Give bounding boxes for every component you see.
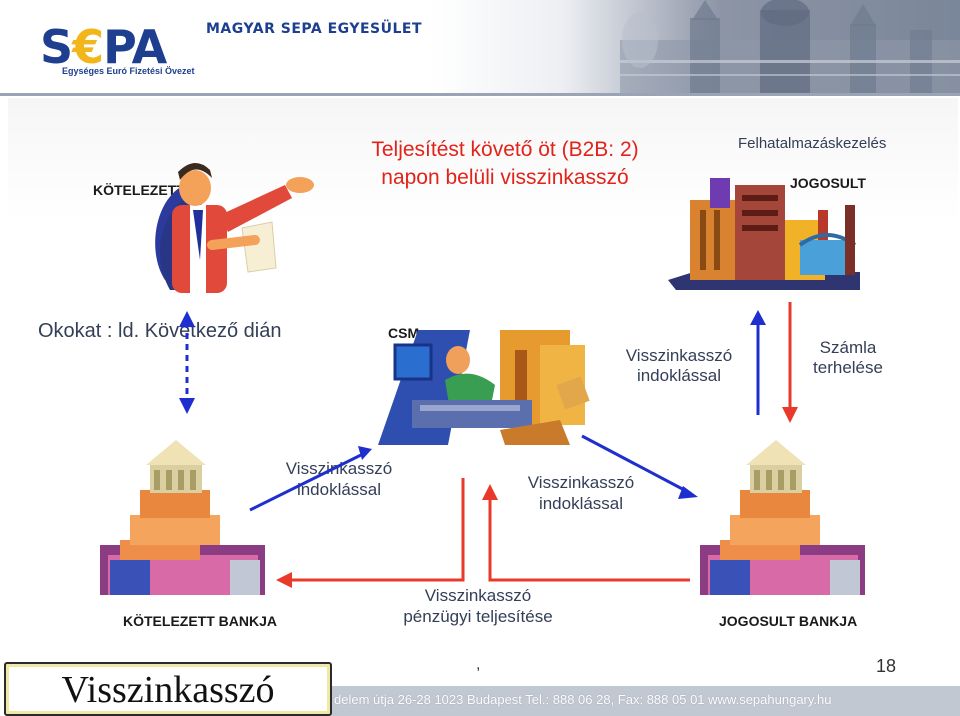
creditor-bank-label: JOGOSULT BANKJA — [719, 613, 858, 629]
association-title: MAGYAR SEPA EGYESÜLET — [206, 21, 423, 37]
sepa-logo-text: S€PA — [40, 20, 167, 74]
header-divider — [0, 93, 960, 96]
return-reason-top-line2: indoklással — [636, 366, 722, 385]
settlement-label: Visszinkasszó pénzügyi teljesítése — [392, 585, 564, 627]
return-reason-top-line1: Visszinkasszó — [625, 346, 733, 365]
csm-label: CSM — [388, 325, 420, 341]
debtor-bank-label: KÖTELEZETT BANKJA — [123, 613, 277, 629]
left-reason-line1: Visszinkasszó — [285, 459, 393, 478]
slide-title-line1: Teljesítést követő öt (B2B: 2) — [371, 138, 639, 161]
left-reason: Visszinkasszó indoklással — [268, 458, 410, 500]
header-banner: S€PA Egységes Euró Fizetési Övezet MAGYA… — [0, 0, 960, 96]
settlement-line1: Visszinkasszó — [424, 586, 532, 605]
slide-title: Teljesítést követő öt (B2B: 2) napon bel… — [320, 136, 690, 192]
sepa-logo-subtitle: Egységes Euró Fizetési Övezet — [62, 66, 195, 76]
mandate-label: Felhatalmazáskezelés — [738, 135, 887, 152]
debtor-label: KÖTELEZETT — [93, 182, 185, 198]
left-reason-line2: indoklással — [296, 480, 382, 499]
return-reason-top: Visszinkasszó indoklással — [608, 346, 750, 386]
page-number: 18 — [876, 656, 897, 676]
account-debit-line2: terhelése — [813, 358, 883, 377]
right-reason-line2: indoklással — [538, 494, 624, 513]
footer-address: delem útja 26-28 1023 Budapest Tel.: 888… — [334, 692, 832, 707]
footer-comma: , — [476, 656, 481, 673]
slide-title-line2: napon belüli visszinkasszó — [381, 166, 629, 189]
slide-topic-box: Visszinkasszó — [4, 662, 332, 716]
creditor-label: JOGOSULT — [790, 175, 866, 191]
reasons-note: Okokat : ld. Következő dián — [38, 320, 282, 342]
right-reason: Visszinkasszó indoklással — [510, 472, 652, 514]
slide-topic: Visszinkasszó — [61, 669, 275, 711]
account-debit-line1: Számla — [819, 338, 877, 357]
footer-address-bar — [330, 686, 960, 716]
account-debit: Számla terhelése — [800, 338, 896, 378]
right-reason-line1: Visszinkasszó — [527, 473, 635, 492]
sepa-logo: S€PA — [40, 18, 167, 74]
settlement-line2: pénzügyi teljesítése — [403, 607, 553, 626]
parliament-skyline — [620, 0, 960, 96]
